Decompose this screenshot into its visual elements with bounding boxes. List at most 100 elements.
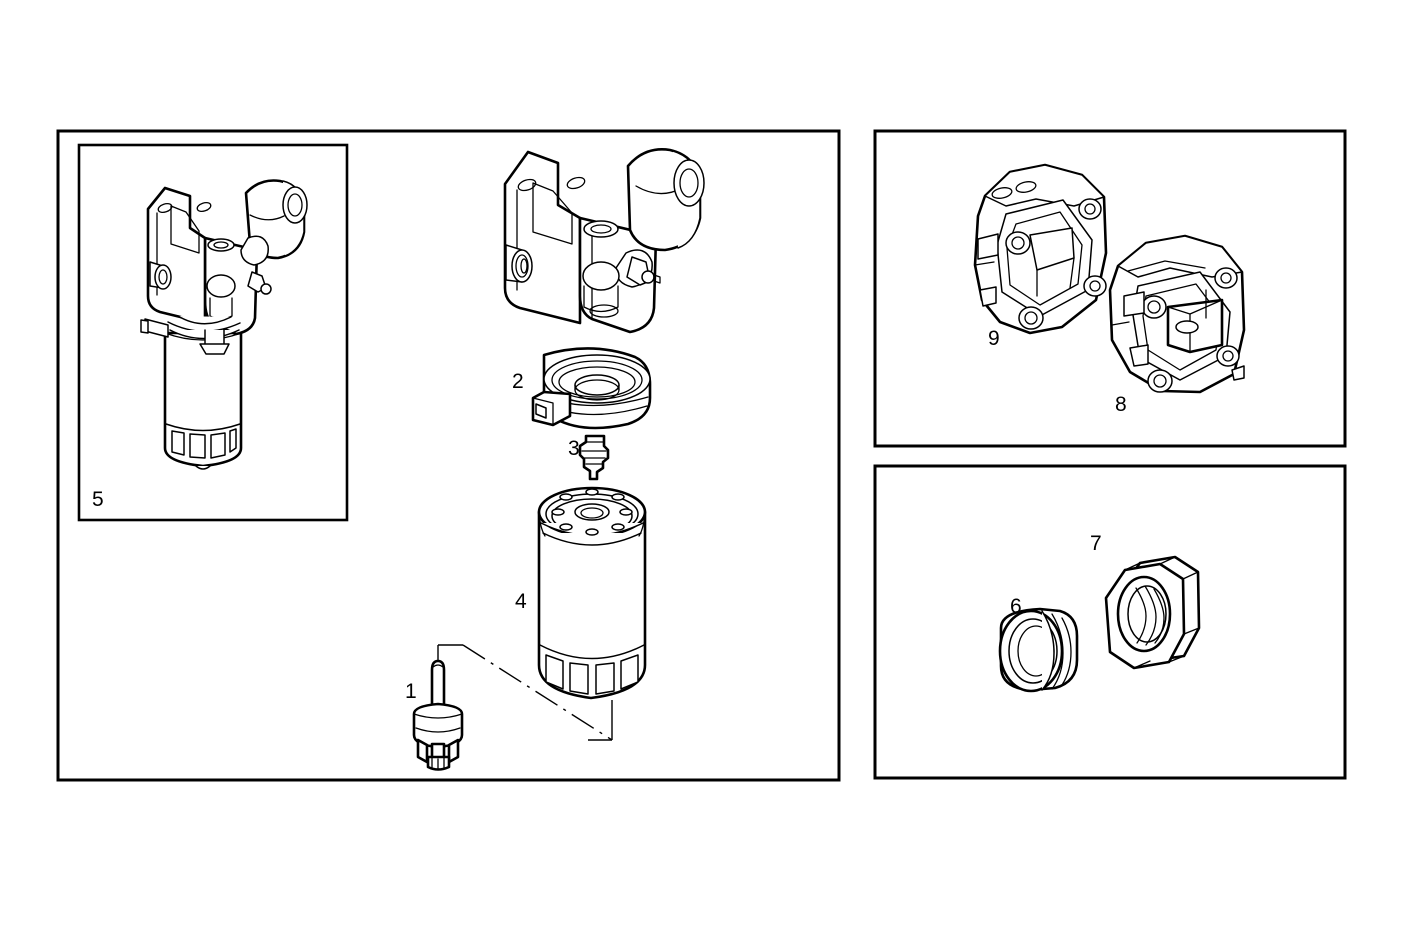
part-8-bolt-hole [1147,300,1161,314]
part-5-side-port-outer [154,264,172,290]
part-1-check-valve [412,659,464,771]
part-4-center-thread-inner [580,507,604,519]
part-4-inlet-hole [619,508,633,516]
head-top-boss-outer [583,220,619,238]
head-flange-topline [527,151,559,164]
panel-inset-assembled-frame [77,143,349,522]
panel-fittings-frame [873,464,1347,780]
head-bolt-hole [517,178,537,192]
part-9-bolt-hole [1089,280,1101,292]
part-6-rear-ring-2 [1051,613,1064,690]
part-4-inlet-hole [559,523,573,531]
part-8-bolt-boss [1216,345,1240,367]
part-5-spigot-flange [199,343,230,355]
ref-label-7: 7 [1090,532,1102,555]
part-8-bolt-boss [1141,295,1167,319]
ref-label-8: 8 [1115,393,1127,416]
part-5-inlet-mouth-outer [282,186,308,224]
part-5-flute [171,430,185,456]
part-5-inlet-mouth-inner [287,193,303,217]
ref-label-6: 6 [1010,595,1022,618]
part-9-top-hole [991,187,1013,199]
part-4-inlet-hole [585,488,599,496]
part-8-bolt-hole [1222,350,1234,362]
head-side-port-mid [515,254,529,278]
part-7-thread-arc-3 [1153,588,1165,644]
part-6-rear-ring-1 [1061,617,1072,686]
part-8-top-seam [1127,260,1206,272]
part-1-skirt-tab [447,738,460,764]
part-9-bolt-boss [1083,275,1107,297]
part-4-base-band [539,644,645,660]
head-mid-barrel [583,285,619,313]
part-4-flute [595,662,615,695]
head-inlet-mouth-inner [679,168,699,198]
part-5-flute [229,428,237,453]
part-5-flute [210,432,226,459]
part-8-side-lug [1123,291,1145,317]
part-4-filter-cartridge [537,486,647,700]
ref-label-9: 9 [988,327,1000,350]
part-5-dome-boss [240,235,269,266]
part-4-crimp-seam-2 [542,532,642,546]
part-8-boss-hole [1175,320,1199,334]
head-valve-stud [653,274,661,284]
part-1-stem [430,659,446,718]
part-7-hex-depth-edges [1124,556,1200,669]
part-9-bolt-boss [1018,306,1044,330]
head-flange-plate [503,150,582,325]
part-5-elbow-seam [249,214,285,221]
part-5-flange-rib [170,205,200,254]
part-1-body-band [415,727,461,733]
part-8-lower-tab [1231,365,1245,381]
part-9-side-lug-2 [979,286,997,307]
part-5-canister-top-curve [164,332,242,341]
part-7-thread-arc-1 [1135,587,1147,644]
part-9-bolt-hole [1084,203,1096,215]
ref-label-3: 3 [568,437,580,460]
part-5-bolt-hole [196,201,212,213]
part-8-side-lug-2 [1129,344,1149,367]
part-7-thread-arc-2 [1144,585,1157,646]
part-4-rim-drop-l [538,511,546,537]
ref-label-4: 4 [515,590,527,613]
part-4-flute [545,654,564,690]
ref-label-1: 1 [405,680,417,703]
part-4-inlet-hole [585,528,599,536]
panel-brackets-frame [873,129,1347,448]
part-9-rib-2 [1069,257,1075,289]
part-9-bolt-hole [1011,236,1025,250]
part-8-bolt-hole [1153,374,1167,388]
part-9-mounting-bracket-left [973,163,1108,335]
part-7-bore-inner [1127,585,1167,643]
head-valve-bolt [641,270,655,284]
part-4-inlet-hole [551,508,565,516]
part-3-top-face [585,435,605,443]
part-9-side-lug [977,233,999,260]
ref-label-2: 2 [512,370,524,393]
part-1-skirt-tab [416,738,429,764]
ref-label-5: 5 [92,488,104,511]
part-7-hex-nut [1104,555,1201,670]
part-3-thread-lines [581,450,607,465]
part-6-compression-ferrule [998,607,1079,693]
part-4-inlet-hole [611,493,625,501]
part-8-bolt-boss [1147,369,1173,393]
part-2-tab-hole [535,403,547,419]
part-9-inner-web-inner [1006,211,1083,306]
part-9-bolt-boss [1005,231,1031,255]
part-9-top-face [984,164,1105,207]
head-top-boss-bore [590,224,612,234]
part-5-drain-nub [195,465,211,470]
part-4-flute [569,662,589,695]
part-5-flange-top [164,187,191,197]
part-9-top-hole [1015,181,1037,193]
part-4-rim-drop-r [638,511,646,537]
head-side-port-inner [520,258,528,274]
part-8-edge-line [1111,321,1130,326]
part-2-adapter-ring [531,347,652,430]
callout-1-to-4-dashdot [462,644,613,741]
part-9-bolt-boss [1078,198,1102,220]
